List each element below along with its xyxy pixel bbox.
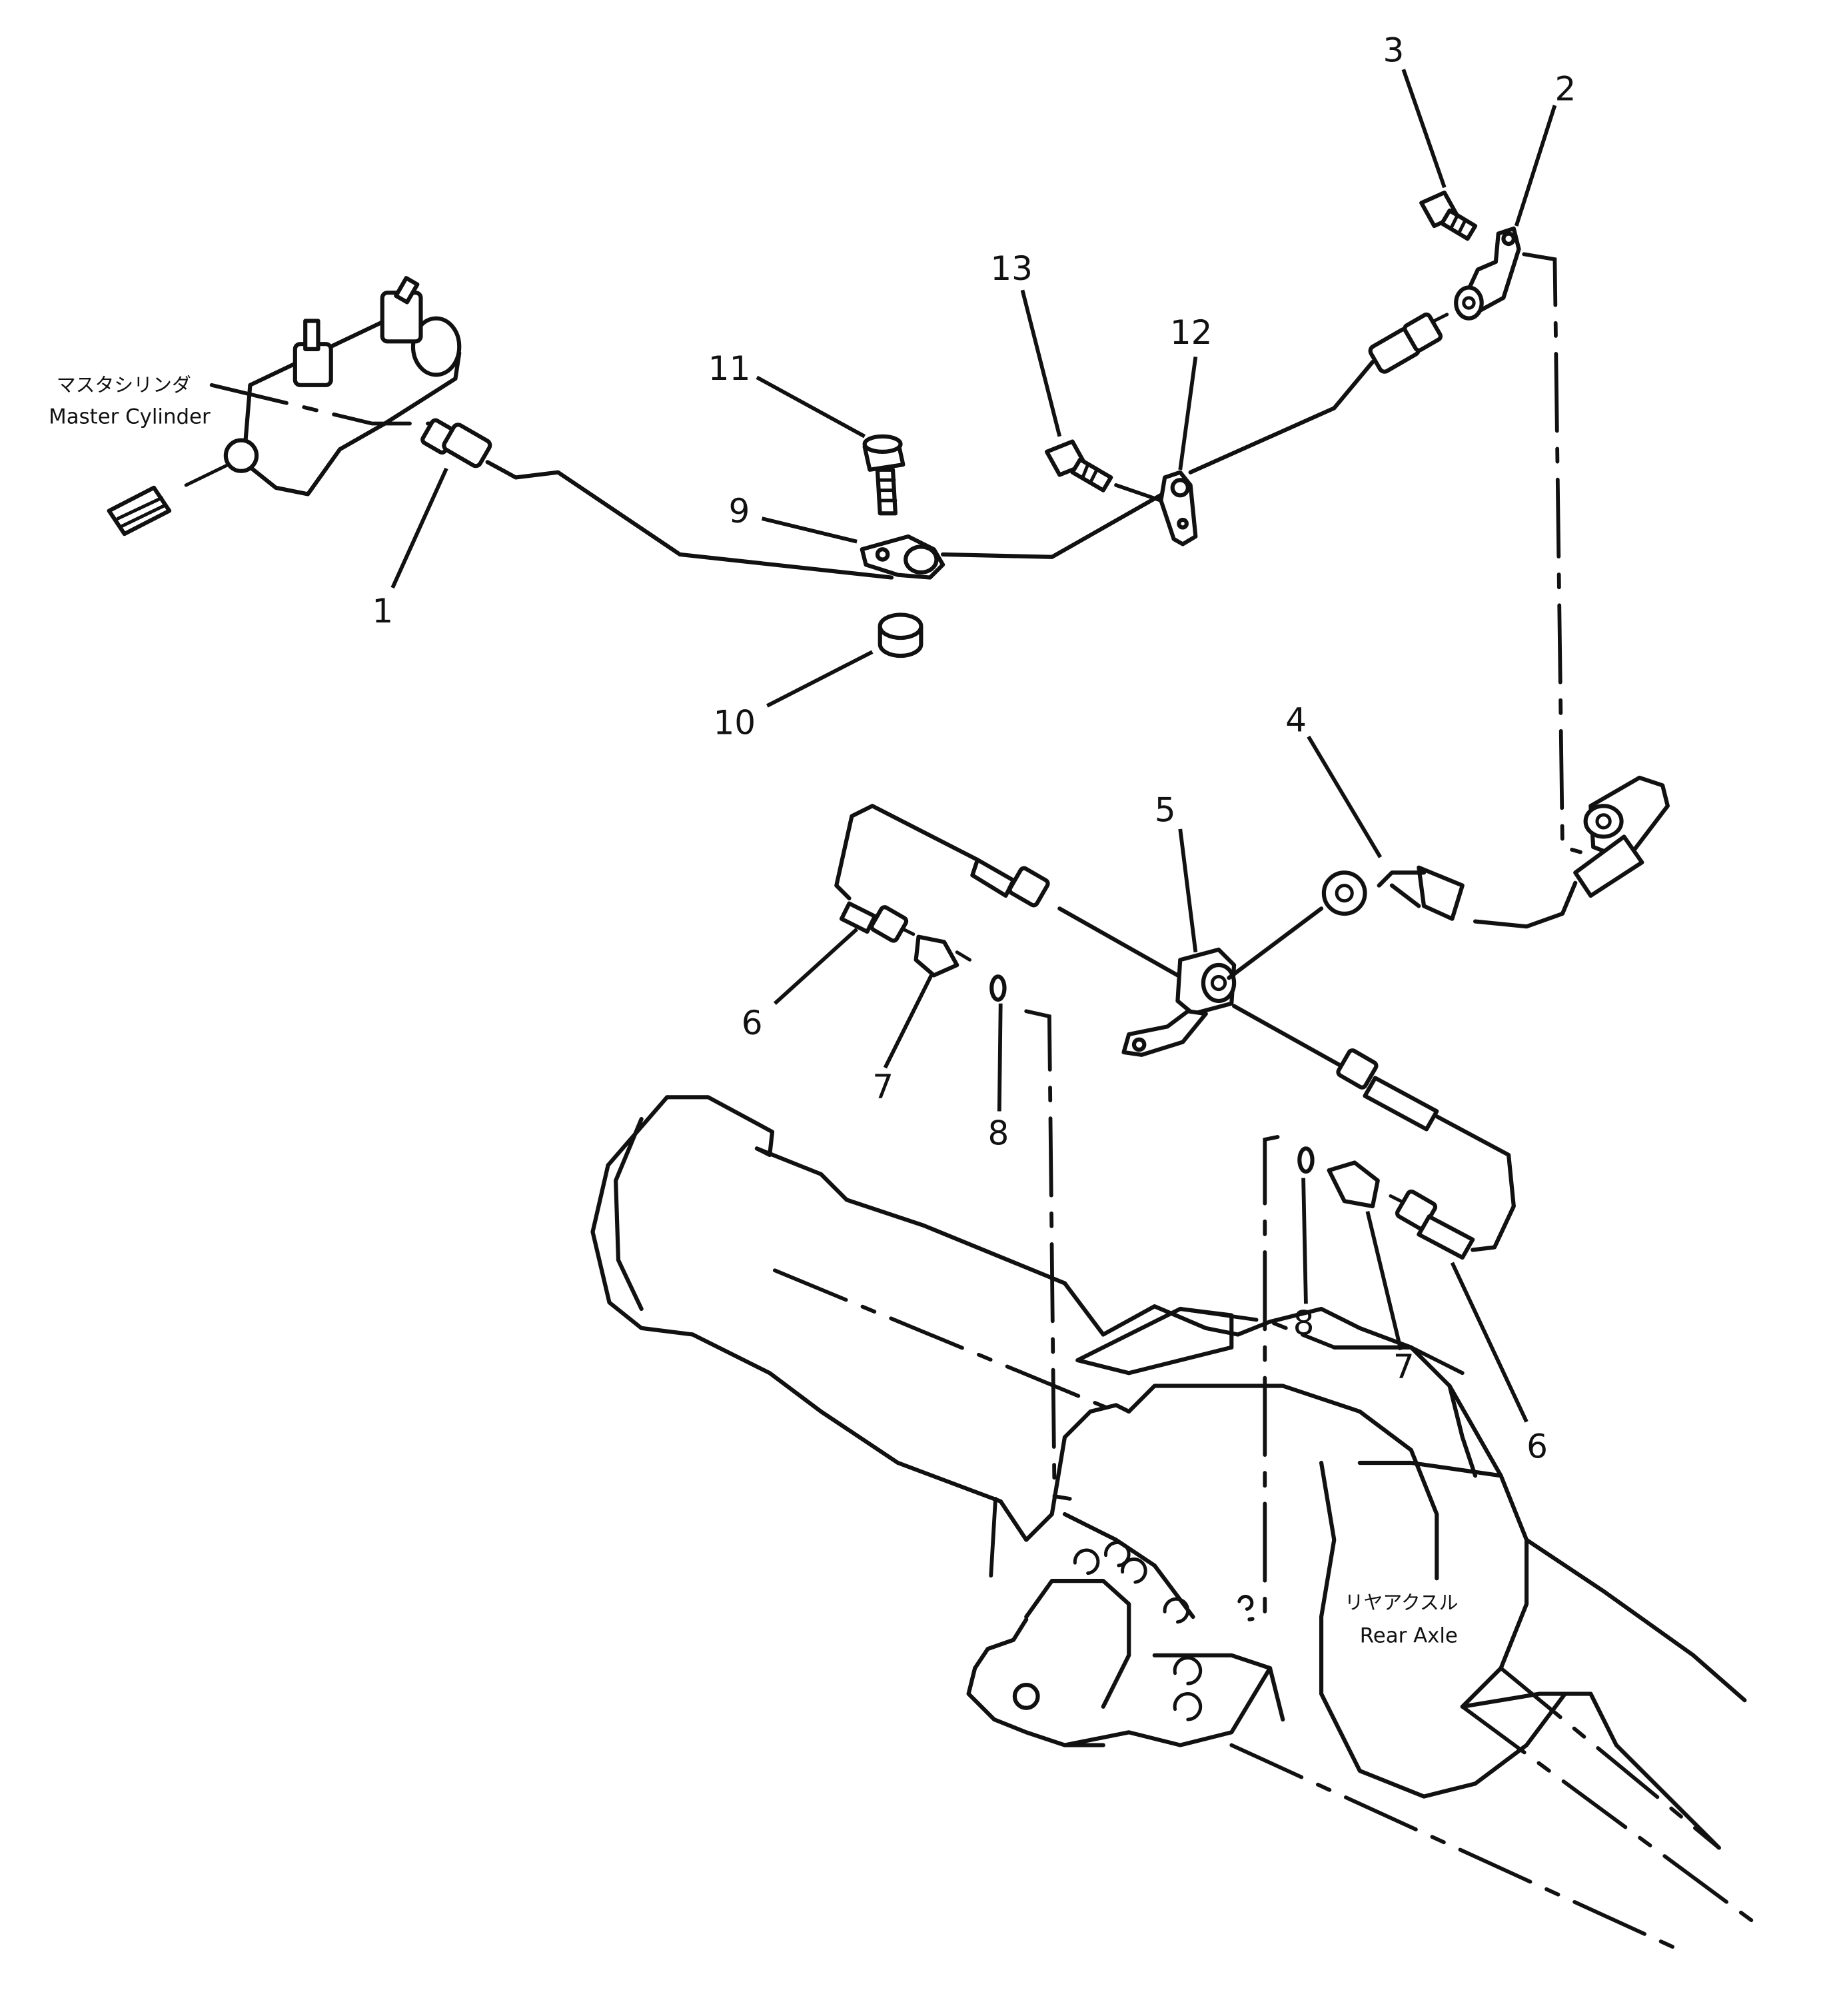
master-cylinder-label-en: Master Cylinder [49,405,211,429]
bolt-11 [862,434,906,516]
master-cylinder [107,276,462,536]
callout-1: 1 [372,592,393,630]
part-labels: マスタシリンダ Master Cylinder リヤアクスル Rear Axle [49,373,1458,1647]
callout-6-left: 6 [742,1004,763,1042]
callout-8-left: 8 [987,1114,1009,1153]
union-7-left [914,934,972,978]
fitting-6-right [1389,1189,1475,1260]
tee-fitting-5 [1121,906,1324,1057]
brake-pipe-2 [940,312,1449,559]
callout-6-right: 6 [1527,1427,1548,1466]
center-line-8-right [1247,1135,1280,1621]
center-line-2-4 [1522,252,1582,854]
callout-3: 3 [1383,31,1404,70]
callout-4: 4 [1285,701,1307,740]
pipe-clamp-9 [860,534,945,580]
callout-9: 9 [729,492,750,530]
rubber-cushion-10 [878,612,923,658]
center-line-8-left [1024,1009,1072,1501]
callout-13: 13 [990,249,1033,288]
brake-hose-4 [1321,775,1670,929]
leader-lines [390,69,1557,1423]
callout-7-left: 7 [872,1068,894,1106]
pipe-clamp-12 [1159,470,1198,546]
callout-5: 5 [1155,790,1176,829]
o-ring-8-right [1297,1146,1315,1174]
union-7-right [1327,1160,1380,1209]
brake-pipe-1 [420,418,894,580]
o-ring-8-left [989,974,1007,1002]
rear-axle [590,1095,1760,1953]
callout-7-right: 7 [1393,1348,1415,1386]
bolt-13 [1044,439,1163,503]
callout-2: 2 [1554,69,1576,108]
bracket-2 [1454,226,1521,321]
callout-8-right: 8 [1293,1304,1315,1342]
brake-pipe-left [834,804,1180,978]
rear-axle-label-en: Rear Axle [1360,1624,1458,1648]
master-cylinder-label-jp: マスタシリンダ [57,373,191,396]
fitting-6-left [839,901,916,943]
bolt-3 [1419,190,1478,241]
callout-10: 10 [713,703,756,742]
rear-axle-label-jp: リヤアクスル [1345,1591,1459,1613]
callout-12: 12 [1170,313,1213,352]
callout-numbers: 1 2 3 4 5 6 6 7 7 8 8 9 10 11 12 13 [372,31,1576,1466]
brake-pipe-right [1232,1004,1516,1252]
callout-11: 11 [708,349,751,388]
